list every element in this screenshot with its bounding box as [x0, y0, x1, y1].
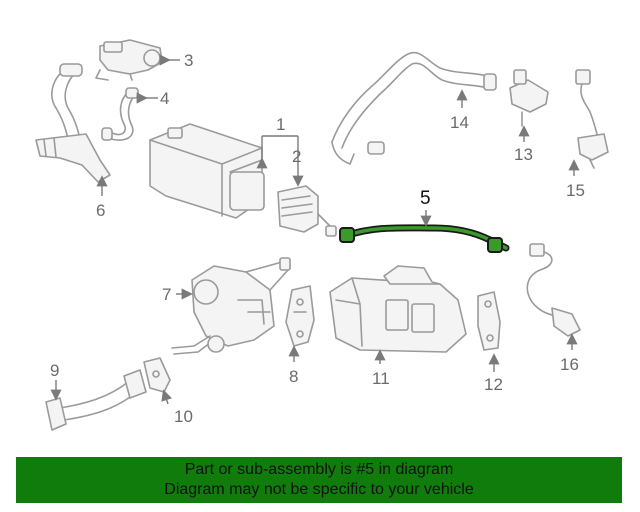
callout-12: 12: [484, 375, 503, 394]
part-4-hose: [101, 87, 139, 141]
part-13-sensor: [509, 69, 549, 127]
callout-3: 3: [184, 51, 193, 70]
part-8-gasket: [285, 285, 315, 347]
part-11-egr-cooler: [329, 265, 467, 353]
banner-line-2: Diagram may not be specific to your vehi…: [164, 481, 474, 498]
part-5-hose-highlighted[interactable]: [339, 224, 510, 253]
part-12-gasket: [477, 291, 501, 351]
callout-2: 2: [292, 147, 301, 166]
part-14-hose: [331, 51, 497, 165]
callout-1: 1: [276, 115, 285, 134]
callout-5: 5: [420, 188, 431, 209]
part-6-pipe: [35, 63, 111, 183]
callout-15: 15: [566, 181, 585, 200]
leader-lines: [50, 54, 580, 405]
callout-13: 13: [514, 145, 533, 164]
callout-8: 8: [289, 367, 298, 386]
part-2-purge-valve: [277, 185, 337, 237]
callout-14: 14: [450, 113, 469, 132]
part-10-gasket: [143, 357, 171, 393]
part-16-sensor: [526, 243, 581, 337]
callout-16: 16: [560, 355, 579, 374]
parts-diagram: 1 2 3 4 5 6 7 8 9 10 11 12 13 14 15 16: [35, 39, 609, 431]
callout-4: 4: [160, 89, 169, 108]
part-1-canister: [149, 123, 265, 219]
callout-10: 10: [174, 407, 193, 426]
callout-9: 9: [50, 361, 59, 380]
part-7-egr-valve: [171, 257, 291, 355]
part-15-sensor: [575, 69, 609, 169]
info-banner: Part or sub-assembly is #5 in diagram Di…: [16, 457, 622, 503]
callout-7: 7: [162, 285, 171, 304]
part-9-pipe: [45, 369, 147, 431]
part-3-valve: [95, 39, 163, 81]
callout-11: 11: [372, 369, 390, 388]
callout-6: 6: [96, 201, 105, 220]
banner-line-1: Part or sub-assembly is #5 in diagram: [184, 461, 454, 478]
